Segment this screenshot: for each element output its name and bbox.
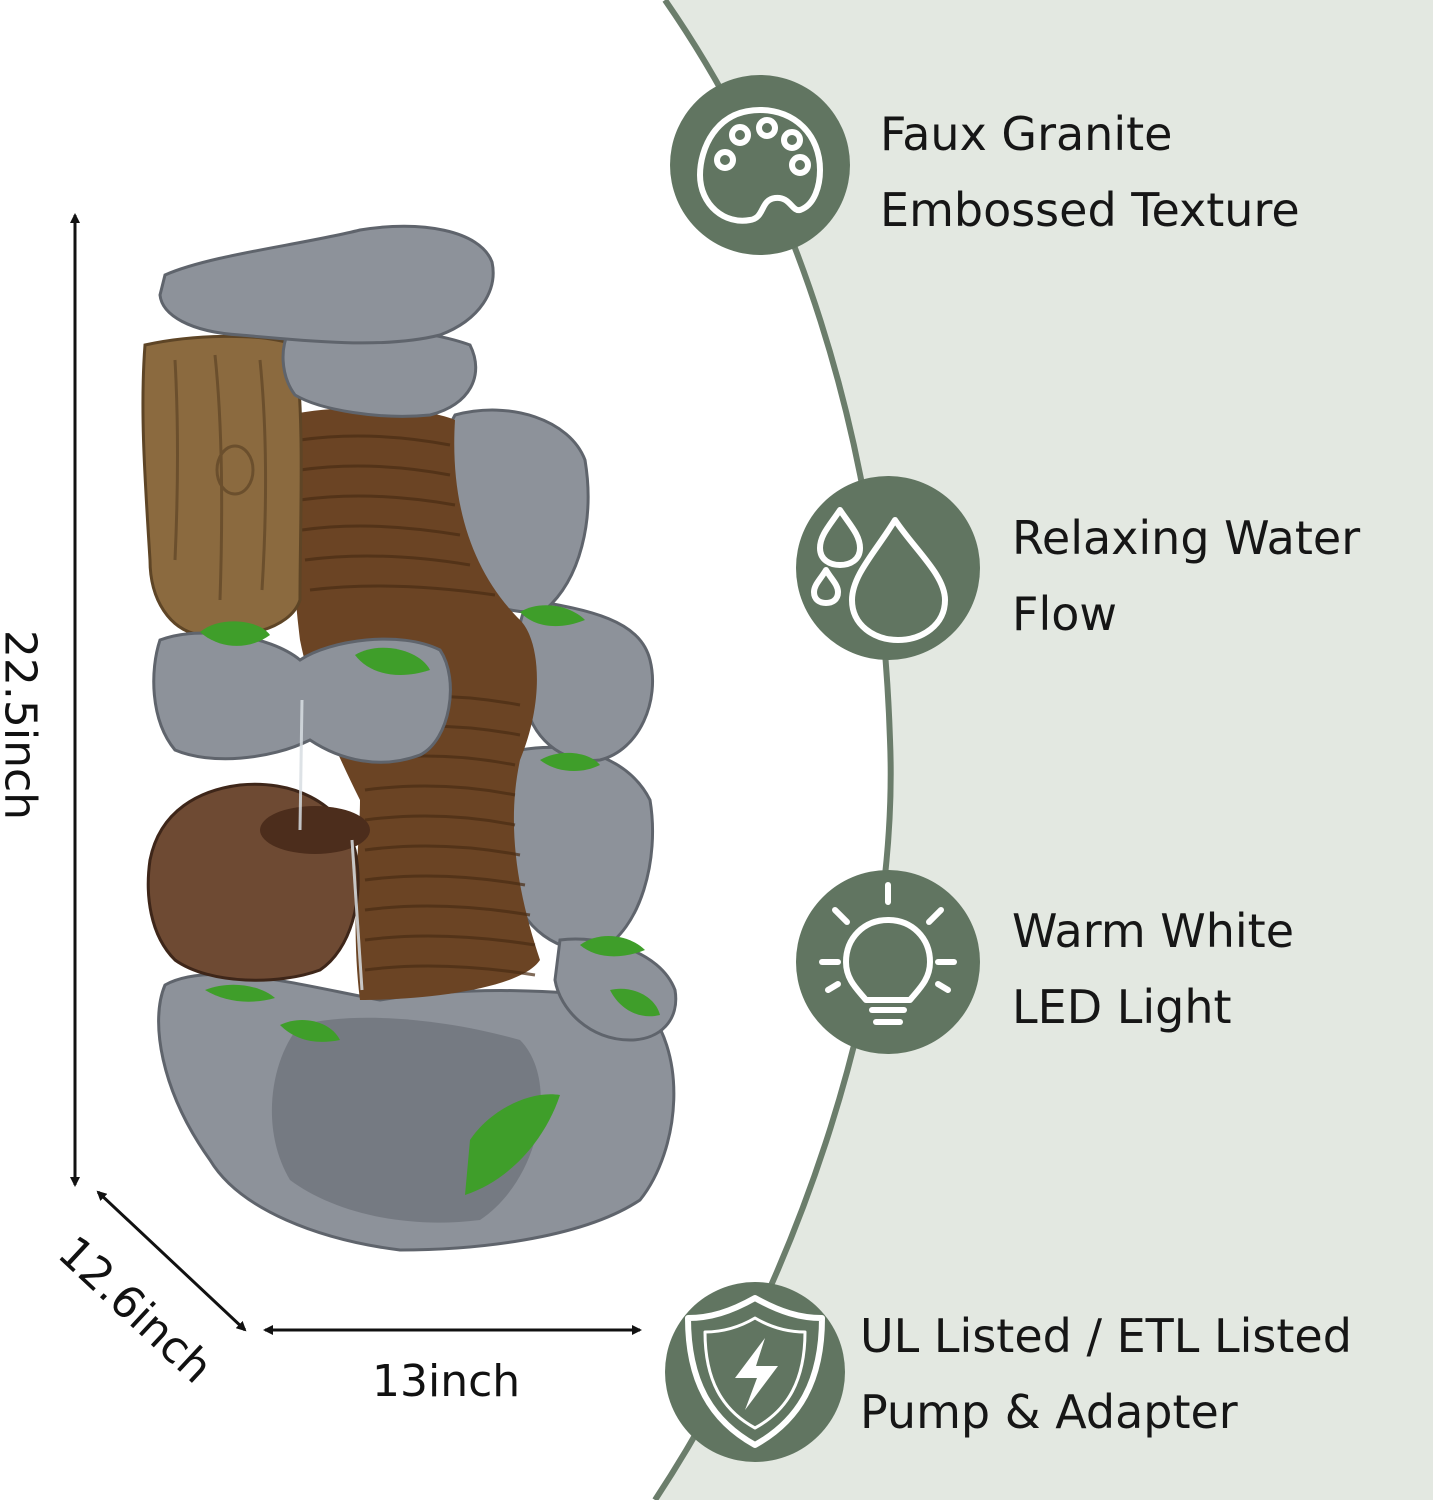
moss-patch <box>465 1094 560 1195</box>
feature-badge-texture <box>670 75 850 255</box>
right-rock-middle <box>516 598 655 763</box>
feature-badge-water <box>796 476 980 660</box>
feature-label-texture: Faux Granite Embossed Texture <box>880 96 1300 248</box>
feature-badge-safety <box>665 1282 845 1462</box>
top-rock <box>158 224 495 345</box>
depth-arrow <box>96 1190 247 1332</box>
height-label: 22.5inch <box>0 629 46 821</box>
water-drop-icon <box>811 507 948 643</box>
feature-line: LED Light <box>1012 980 1232 1034</box>
moss-patch <box>205 984 275 1002</box>
palette-icon <box>697 107 823 224</box>
moss-patch <box>355 647 430 675</box>
water-trickle-lower <box>350 839 364 991</box>
feature-line: Faux Granite <box>880 107 1173 161</box>
feature-line: UL Listed / ETL Listed <box>860 1309 1352 1363</box>
moss-patch <box>520 605 585 627</box>
feature-label-light: Warm White LED Light <box>1012 893 1294 1045</box>
feature-panel-background <box>655 0 1433 1500</box>
light-bulb-icon <box>819 882 957 1025</box>
moss-patch <box>200 621 270 646</box>
wood-grain <box>173 354 268 601</box>
feature-badge-light <box>796 870 980 1054</box>
fountain-illustration <box>141 224 678 1252</box>
feature-label-water: Relaxing Water Flow <box>1012 500 1360 652</box>
moss-patch <box>540 752 600 772</box>
shield-lightning-icon <box>685 1295 825 1448</box>
base-rock <box>157 972 676 1252</box>
moss-patch <box>580 935 645 957</box>
feature-line: Pump & Adapter <box>860 1385 1238 1439</box>
moss-patch <box>280 1020 340 1042</box>
pot-opening <box>260 806 370 854</box>
moss-patch <box>610 988 660 1017</box>
feature-line: Warm White <box>1012 904 1295 958</box>
feature-label-safety: UL Listed / ETL Listed Pump & Adapter <box>860 1298 1352 1450</box>
feature-line: Flow <box>1012 587 1118 641</box>
water-trickle <box>298 699 304 831</box>
width-label: 13inch <box>372 1356 521 1407</box>
feature-line: Embossed Texture <box>880 183 1300 237</box>
feature-line: Relaxing Water <box>1012 511 1361 565</box>
